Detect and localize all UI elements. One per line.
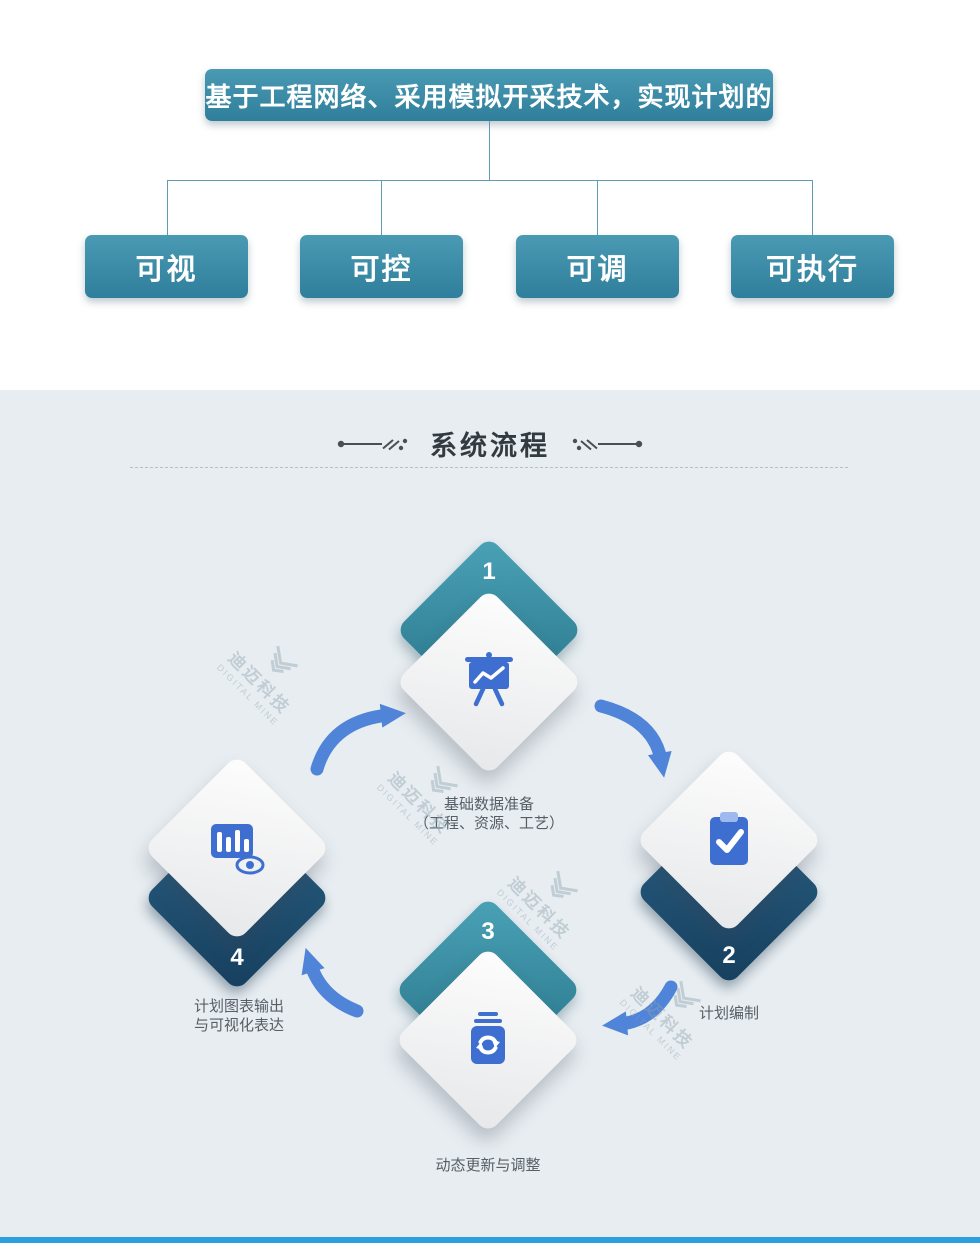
arrow-top-to-right [594,699,672,778]
watermark-en: DIGITAL MINE [214,662,281,729]
flowchart-root-label: 基于工程网络、采用模拟开采技术，实现计划的 [205,81,773,112]
watermark: 迪迈科技 DIGITAL MINE [215,625,318,728]
flowchart-box-3: 可调 [516,235,679,298]
flowchart-box-2-label: 可控 [350,253,413,286]
arrow-left-to-top [310,703,406,776]
connector-line [167,180,813,181]
digital-mine-logo-icon [673,980,701,1008]
step4-label-line2: 与可视化表达 [193,1017,285,1034]
clipboard-check-icon [710,812,748,865]
step3-label: 动态更新与调整 [435,1156,540,1175]
step2-label: 计划编制 [699,1004,759,1023]
step3-number: 3 [481,918,495,945]
connector-line [812,180,813,235]
step3-label-line1: 动态更新与调整 [435,1157,541,1174]
connector-line [597,180,598,235]
connector-line [167,180,168,235]
step1-label-line1: 基础数据准备 [443,796,535,813]
flowchart-box-4-label: 可执行 [765,253,859,286]
connector-line [381,180,382,235]
watermark-cn: 迪迈科技 [224,648,295,719]
step4-label-line1: 计划图表输出 [193,998,285,1015]
digital-mine-logo-icon [550,870,578,898]
step4-number: 4 [230,944,244,971]
digital-mine-logo-icon [270,645,298,673]
watermark-cn: 迪迈科技 [627,983,698,1054]
connector-line [489,121,490,180]
circuit-decor-left-icon [337,438,408,450]
flowchart-box-1-label: 可视 [135,253,198,286]
footer-accent-bar [0,1237,980,1243]
flowchart-box-3-label: 可调 [566,253,629,286]
flowchart-box-4: 可执行 [731,235,894,298]
watermark-en: DIGITAL MINE [617,997,684,1064]
flowchart-section: 基于工程网络、采用模拟开采技术，实现计划的 可视 可控 可调 可执行 [0,0,980,390]
sync-box-icon [471,1012,505,1064]
dashed-divider [130,467,848,468]
circuit-decor-right-icon [572,438,643,450]
step2-label-line1: 计划编制 [698,1005,760,1022]
step1-label-line2: （工程、资源、工艺） [413,815,565,832]
presentation-chart-icon [465,652,513,707]
section-title: 系统流程 [430,431,550,461]
chart-eye-icon [211,824,265,875]
process-section: 系统流程 迪迈科技 DIGITAL MINE [0,390,980,1237]
step4-label: 计划图表输出 与可视化表达 [194,997,284,1035]
arrow-right-to-bottom [602,980,678,1036]
section-header: 系统流程 [0,424,980,463]
flowchart-box-1: 可视 [85,235,248,298]
arrow-bottom-to-left [301,947,364,1018]
step2-number: 2 [722,942,736,969]
step1-label: 基础数据准备 （工程、资源、工艺） [414,795,564,833]
step1-number: 1 [482,558,496,585]
flowchart-root-box: 基于工程网络、采用模拟开采技术，实现计划的 [205,69,773,121]
flowchart-box-2: 可控 [300,235,463,298]
